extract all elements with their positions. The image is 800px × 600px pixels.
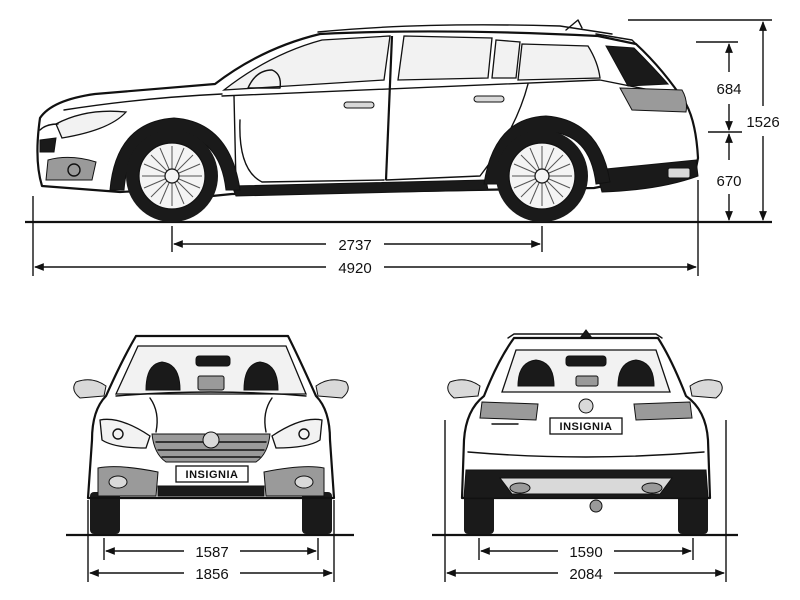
rear-view-mirror-rear	[565, 355, 607, 367]
front-right-foglamp	[294, 475, 314, 489]
rear-quarter-pillar-window	[491, 39, 521, 79]
rear-left-mirror	[447, 379, 481, 399]
front-right-fog-housing	[263, 466, 325, 497]
rear-diffuser	[499, 477, 673, 495]
rear-track-label: 1590	[569, 544, 602, 561]
bonnet-crease	[63, 93, 223, 111]
front-left-fog-housing	[97, 466, 159, 497]
front-side-window	[221, 35, 391, 91]
front-foglamp-side	[67, 163, 81, 177]
tow-hitch	[589, 499, 603, 513]
rear-seat-right	[617, 359, 655, 387]
roof-rail	[317, 24, 613, 35]
front-right-tyre	[302, 492, 332, 534]
headlamp-side	[55, 110, 128, 139]
bonnet-crease-right	[264, 397, 273, 433]
front-door-sill-line	[239, 119, 385, 183]
mirror-width-label: 2084	[569, 566, 602, 583]
front-right-mirror	[315, 379, 349, 399]
rear-left-tail-lamp	[479, 401, 539, 421]
front-track-label: 1587	[195, 544, 228, 561]
side-mirror	[247, 69, 282, 89]
rear-wheel-side	[496, 130, 588, 222]
left-headlamp-lens	[112, 428, 124, 440]
front-badge	[202, 431, 220, 449]
b-pillar	[384, 35, 394, 181]
overall-height-label: 1526	[746, 114, 779, 131]
rear-right-tyre	[678, 492, 708, 534]
front-lower-intake	[157, 485, 265, 497]
front-right-headlamp	[271, 418, 323, 449]
roof-antenna	[565, 19, 583, 31]
front-fog-area	[45, 156, 97, 181]
front-seat-right	[243, 361, 279, 391]
upper-height-label: 684	[716, 81, 741, 98]
bonnet-line	[115, 391, 307, 397]
beltline	[221, 79, 651, 97]
front-door-handle	[343, 101, 375, 109]
front-body-outline	[86, 334, 336, 500]
overall-length-label: 4920	[338, 260, 371, 277]
rear-left-tyre	[464, 492, 494, 534]
front-left-tyre	[90, 492, 120, 534]
front-left-headlamp	[99, 418, 151, 449]
side-sill-cladding	[231, 179, 489, 197]
rear-view: INSIGNIA 1590 2084	[432, 329, 738, 583]
front-wheel-side	[126, 130, 218, 222]
front-grille-side	[39, 137, 57, 153]
rear-center-headrest	[575, 375, 599, 387]
front-number-plate	[175, 465, 249, 483]
front-left-foglamp	[108, 475, 128, 489]
tailgate-glass	[605, 45, 670, 87]
rear-right-mirror	[689, 379, 723, 399]
rear-body-outline	[460, 336, 712, 500]
rear-right-exhaust	[641, 482, 663, 494]
dash-center	[197, 375, 225, 391]
lower-height-label: 670	[716, 173, 741, 190]
grille-edge	[39, 123, 59, 131]
front-plate-text: INSIGNIA	[186, 469, 239, 481]
wheelbase-label: 2737	[338, 237, 371, 254]
rear-door-handle	[473, 95, 505, 103]
rear-quarter-window	[517, 43, 601, 81]
exhaust-side	[667, 167, 691, 179]
rear-number-plate	[549, 417, 623, 435]
rear-seat-left	[517, 359, 555, 387]
tail-lamp-side	[619, 87, 687, 113]
rear-right-tail-lamp	[633, 401, 693, 421]
rear-bumper-line	[467, 451, 705, 458]
right-headlamp-lens	[298, 428, 310, 440]
rear-door-window	[397, 35, 493, 81]
front-seat-left	[145, 361, 181, 391]
rear-left-exhaust	[509, 482, 531, 494]
bonnet-crease-left	[149, 397, 158, 433]
front-view: INSIGNIA 1587 1856	[66, 334, 354, 583]
front-left-mirror	[73, 379, 107, 399]
rear-badge	[578, 398, 594, 414]
front-width-label: 1856	[195, 566, 228, 583]
rear-view-mirror-front	[195, 355, 231, 367]
side-view: 2737 4920 684 670 1526	[25, 19, 780, 277]
rear-plate-text: INSIGNIA	[560, 421, 613, 433]
